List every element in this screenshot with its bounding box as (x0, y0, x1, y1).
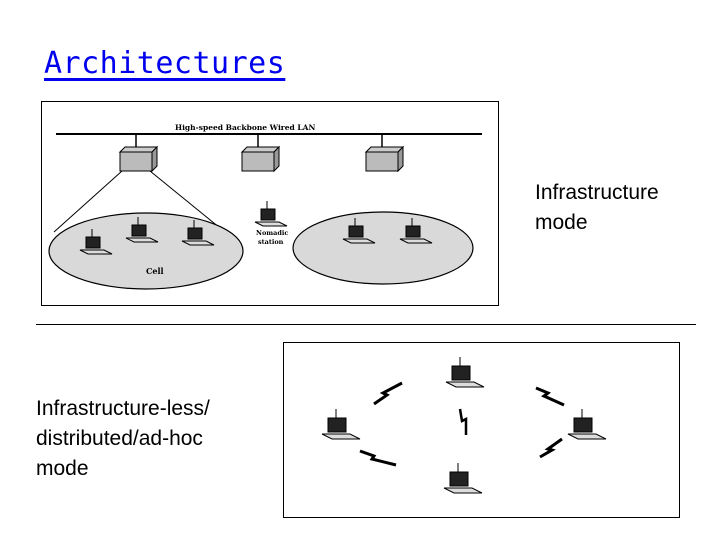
laptop-icon (399, 218, 433, 244)
slide-title: Architectures (44, 46, 286, 81)
wireless-link-icon (535, 386, 565, 407)
infrastructure-mode-label: Infrastructure mode (535, 181, 659, 234)
cell-label: Cell (146, 266, 164, 276)
laptop-icon (79, 229, 113, 255)
nomadic-label-line1: Nomadic (256, 229, 288, 237)
wireless-link-icon (458, 408, 468, 435)
access-point-1 (118, 145, 159, 173)
backbone-label: High-speed Backbone Wired LAN (175, 123, 315, 132)
adhoc-diagram-svg (321, 357, 607, 494)
access-point-2 (240, 145, 281, 173)
laptop-icon (443, 463, 483, 494)
nomadic-station-icon (254, 201, 288, 227)
laptop-icon (445, 357, 485, 388)
cell-ellipse-right (292, 211, 474, 285)
access-point-3 (364, 145, 405, 173)
laptop-icon (125, 217, 159, 243)
wireless-link-icon (373, 381, 403, 406)
infrastructure-diagram: High-speed Backbone Wired LAN Cell (41, 101, 499, 306)
section-divider (36, 324, 696, 325)
adhoc-mode-label: Infrastructure-less/ distributed/ad-hoc … (36, 397, 210, 480)
laptop-icon (567, 409, 607, 440)
wireless-link-icon (359, 449, 397, 467)
cell-ellipse-left (48, 212, 244, 290)
wireless-link-icon (539, 437, 563, 459)
laptop-icon (321, 409, 361, 440)
laptop-icon (181, 220, 215, 246)
adhoc-diagram (283, 342, 680, 518)
nomadic-label-line2: station (258, 238, 284, 246)
laptop-icon (342, 218, 376, 244)
infrastructure-diagram-svg: High-speed Backbone Wired LAN Cell (48, 123, 482, 290)
